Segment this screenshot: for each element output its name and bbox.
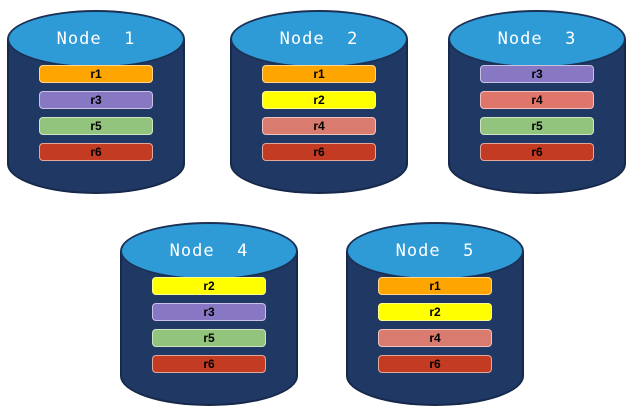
replica-label: r3 [531, 67, 543, 81]
replica-label: r6 [531, 145, 543, 159]
replica-label: r5 [90, 119, 102, 133]
replica-label: r5 [203, 331, 215, 345]
replica-bar-r1: r1 [378, 277, 492, 295]
db-node-5: Node 5 r1 r2 r4 r6 [346, 222, 524, 406]
db-node-1: Node 1 r1 r3 r5 r6 [7, 10, 185, 194]
db-node-4: Node 4 r2 r3 r5 r6 [120, 222, 298, 406]
cylinder-top: Node 1 [7, 10, 185, 68]
replica-bar-r5: r5 [152, 329, 266, 347]
replica-label: r4 [313, 119, 325, 133]
replica-bar-r3: r3 [152, 303, 266, 321]
replica-label: r3 [203, 305, 215, 319]
replica-bar-r4: r4 [262, 117, 376, 135]
replica-bar-r2: r2 [152, 277, 266, 295]
replica-bar-r1: r1 [39, 65, 153, 83]
replica-bar-r6: r6 [480, 143, 594, 161]
db-node-3: Node 3 r3 r4 r5 r6 [448, 10, 626, 194]
replica-label: r4 [531, 93, 543, 107]
node-title: Node 3 [497, 29, 577, 49]
replica-bar-r5: r5 [480, 117, 594, 135]
node-title: Node 2 [279, 29, 359, 49]
replica-label: r6 [429, 357, 441, 371]
replica-label: r1 [429, 279, 441, 293]
replica-list: r3 r4 r5 r6 [480, 65, 594, 161]
cylinder-top: Node 5 [346, 222, 524, 280]
db-node-2: Node 2 r1 r2 r4 r6 [230, 10, 408, 194]
replica-label: r4 [429, 331, 441, 345]
node-title: Node 4 [169, 241, 249, 261]
replica-bar-r6: r6 [378, 355, 492, 373]
node-title: Node 5 [395, 241, 475, 261]
replica-label: r3 [90, 93, 102, 107]
node-title: Node 1 [56, 29, 136, 49]
replica-bar-r6: r6 [152, 355, 266, 373]
replica-list: r1 r2 r4 r6 [262, 65, 376, 161]
replica-bar-r3: r3 [39, 91, 153, 109]
replica-bar-r4: r4 [378, 329, 492, 347]
cylinder-top: Node 3 [448, 10, 626, 68]
replica-list: r1 r3 r5 r6 [39, 65, 153, 161]
replica-bar-r3: r3 [480, 65, 594, 83]
replica-bar-r4: r4 [480, 91, 594, 109]
replica-bar-r2: r2 [262, 91, 376, 109]
replica-bar-r6: r6 [262, 143, 376, 161]
replica-label: r2 [313, 93, 325, 107]
replica-label: r2 [203, 279, 215, 293]
replica-label: r6 [203, 357, 215, 371]
replica-label: r1 [313, 67, 325, 81]
replica-list: r1 r2 r4 r6 [378, 277, 492, 373]
replica-list: r2 r3 r5 r6 [152, 277, 266, 373]
replica-label: r6 [90, 145, 102, 159]
replica-label: r2 [429, 305, 441, 319]
replica-bar-r5: r5 [39, 117, 153, 135]
cylinder-top: Node 4 [120, 222, 298, 280]
replica-label: r6 [313, 145, 325, 159]
replica-label: r1 [90, 67, 102, 81]
replica-label: r5 [531, 119, 543, 133]
cylinder-top: Node 2 [230, 10, 408, 68]
replica-bar-r1: r1 [262, 65, 376, 83]
replica-bar-r2: r2 [378, 303, 492, 321]
replica-bar-r6: r6 [39, 143, 153, 161]
